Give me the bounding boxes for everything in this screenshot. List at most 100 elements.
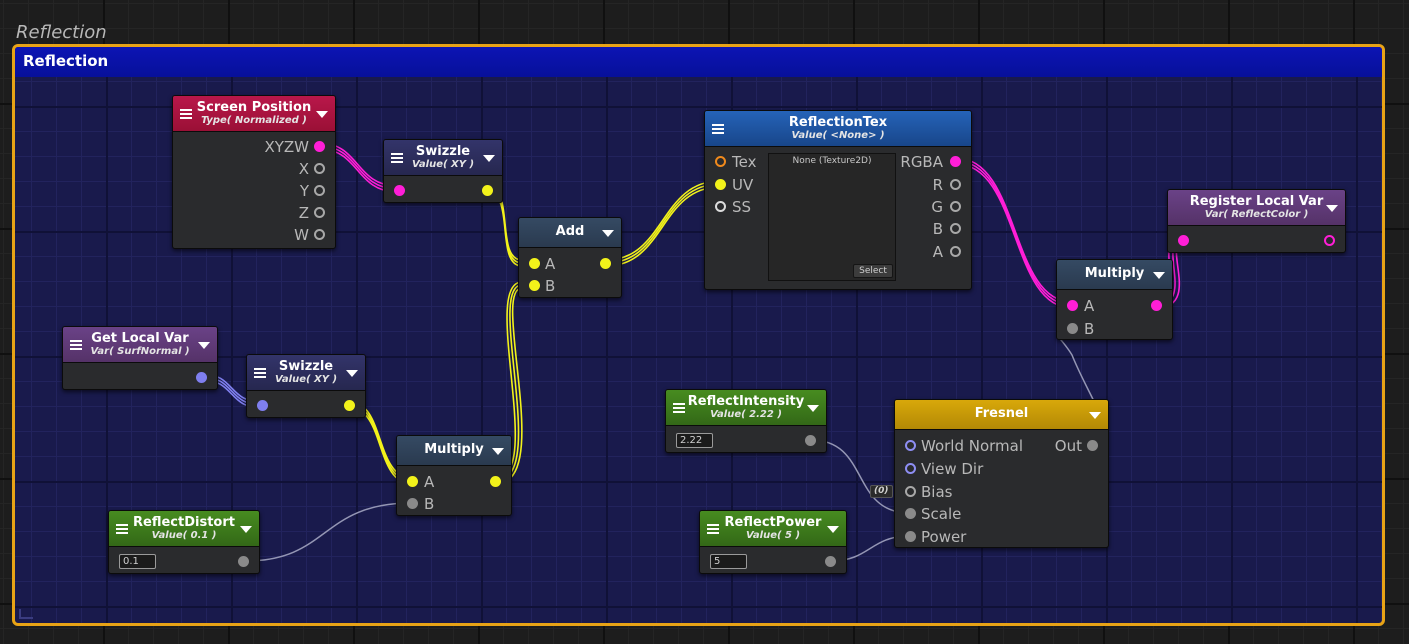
- input-port-world-normal[interactable]: [905, 440, 916, 451]
- chevron-down-icon[interactable]: [483, 154, 495, 162]
- multiply-node-bottom[interactable]: Multiply A B: [396, 435, 512, 516]
- menu-icon[interactable]: [673, 402, 685, 413]
- menu-icon[interactable]: [116, 523, 128, 534]
- output-port-a[interactable]: [950, 246, 961, 257]
- node-header[interactable]: ReflectIntensity Value( 2.22 ): [666, 390, 826, 426]
- input-label-b: B: [424, 495, 435, 513]
- input-label-ss: SS: [732, 198, 752, 216]
- swizzle-node[interactable]: Swizzle Value( XY ): [383, 139, 503, 203]
- chevron-down-icon[interactable]: [492, 447, 504, 455]
- output-port-y[interactable]: [314, 185, 325, 196]
- node-header[interactable]: Register Local Var Var( ReflectColor ): [1168, 190, 1345, 226]
- input-port-view-dir[interactable]: [905, 463, 916, 474]
- node-header[interactable]: Get Local Var Var( SurfNormal ): [63, 327, 217, 363]
- output-port[interactable]: [490, 476, 501, 487]
- reflect-power-node[interactable]: ReflectPower Value( 5 ) 5: [699, 510, 847, 574]
- node-header[interactable]: Multiply: [397, 436, 511, 466]
- chevron-down-icon[interactable]: [316, 110, 328, 118]
- output-port-x[interactable]: [314, 163, 325, 174]
- input-port-bias[interactable]: [905, 486, 916, 497]
- input-port-a[interactable]: [407, 476, 418, 487]
- output-port-xyzw[interactable]: [314, 141, 325, 152]
- chevron-down-icon[interactable]: [1089, 411, 1101, 419]
- chevron-down-icon[interactable]: [346, 369, 358, 377]
- chevron-down-icon[interactable]: [198, 341, 210, 349]
- texture-select-button[interactable]: Select: [853, 264, 893, 278]
- output-port[interactable]: [825, 556, 836, 567]
- input-label-a: A: [1084, 297, 1095, 315]
- menu-icon[interactable]: [391, 152, 403, 163]
- multiply-node-top[interactable]: Multiply A B: [1056, 259, 1173, 340]
- output-port[interactable]: [344, 400, 355, 411]
- register-local-var-node[interactable]: Register Local Var Var( ReflectColor ): [1167, 189, 1346, 253]
- output-port-g[interactable]: [950, 201, 961, 212]
- output-port-rgba[interactable]: [950, 156, 961, 167]
- menu-icon[interactable]: [712, 123, 724, 134]
- node-header[interactable]: Add: [519, 218, 621, 248]
- output-port-r[interactable]: [950, 179, 961, 190]
- input-label-a: A: [424, 473, 435, 491]
- input-label-power: Power: [921, 528, 967, 546]
- node-title: ReflectPower: [724, 515, 822, 530]
- group-header[interactable]: Reflection: [15, 47, 1382, 77]
- input-port-a[interactable]: [529, 258, 540, 269]
- chevron-down-icon[interactable]: [1153, 271, 1165, 279]
- output-port[interactable]: [238, 556, 249, 567]
- menu-icon[interactable]: [707, 523, 719, 534]
- swizzle-node-2[interactable]: Swizzle Value( XY ): [246, 354, 366, 418]
- chevron-down-icon[interactable]: [807, 404, 819, 412]
- menu-icon[interactable]: [70, 339, 82, 350]
- output-label-rgba: RGBA: [900, 153, 943, 171]
- input-label-tex: Tex: [732, 153, 757, 171]
- input-port-power[interactable]: [905, 531, 916, 542]
- menu-icon[interactable]: [254, 367, 266, 378]
- node-header[interactable]: Multiply: [1057, 260, 1172, 290]
- input-port-tex[interactable]: [715, 156, 726, 167]
- input-port-a[interactable]: [1067, 300, 1078, 311]
- bias-default-badge[interactable]: (0): [870, 485, 893, 498]
- node-header[interactable]: ReflectionTex Value( <None> ): [705, 111, 971, 147]
- group-resize-handle[interactable]: [19, 609, 33, 619]
- output-port-out[interactable]: [1087, 440, 1098, 451]
- value-input[interactable]: 0.1: [119, 554, 156, 569]
- menu-icon[interactable]: [180, 108, 192, 119]
- reflect-distort-node[interactable]: ReflectDistort Value( 0.1 ) 0.1: [108, 510, 260, 574]
- fresnel-node[interactable]: Fresnel World Normal Out View Dir Bias S…: [894, 399, 1109, 548]
- texture-preview[interactable]: None (Texture2D) Select: [768, 153, 896, 281]
- chevron-down-icon[interactable]: [827, 525, 839, 533]
- node-header[interactable]: Screen Position Type( Normalized ): [173, 96, 335, 132]
- node-header[interactable]: Swizzle Value( XY ): [384, 140, 502, 176]
- output-port-z[interactable]: [314, 207, 325, 218]
- reflection-tex-node[interactable]: ReflectionTex Value( <None> ) Tex UV SS …: [704, 110, 972, 290]
- output-port[interactable]: [1151, 300, 1162, 311]
- output-port[interactable]: [1324, 235, 1335, 246]
- add-node[interactable]: Add A B: [518, 217, 622, 298]
- input-port[interactable]: [394, 185, 405, 196]
- input-port-uv[interactable]: [715, 179, 726, 190]
- reflect-intensity-node[interactable]: ReflectIntensity Value( 2.22 ) 2.22: [665, 389, 827, 453]
- output-port[interactable]: [600, 258, 611, 269]
- node-header[interactable]: ReflectDistort Value( 0.1 ): [109, 511, 259, 547]
- get-local-var-node[interactable]: Get Local Var Var( SurfNormal ): [62, 326, 218, 390]
- node-header[interactable]: Fresnel: [895, 400, 1108, 430]
- input-port-scale[interactable]: [905, 508, 916, 519]
- output-port[interactable]: [805, 435, 816, 446]
- output-port[interactable]: [482, 185, 493, 196]
- chevron-down-icon[interactable]: [240, 525, 252, 533]
- output-port[interactable]: [196, 372, 207, 383]
- output-port-b[interactable]: [950, 223, 961, 234]
- node-header[interactable]: Swizzle Value( XY ): [247, 355, 365, 391]
- value-input[interactable]: 5: [710, 554, 747, 569]
- input-port-ss[interactable]: [715, 201, 726, 212]
- input-port-b[interactable]: [1067, 323, 1078, 334]
- value-input[interactable]: 2.22: [676, 433, 713, 448]
- chevron-down-icon[interactable]: [602, 229, 614, 237]
- chevron-down-icon[interactable]: [1326, 204, 1338, 212]
- input-port[interactable]: [257, 400, 268, 411]
- input-port-b[interactable]: [407, 498, 418, 509]
- input-port-b[interactable]: [529, 280, 540, 291]
- input-port[interactable]: [1178, 235, 1189, 246]
- output-port-w[interactable]: [314, 229, 325, 240]
- node-header[interactable]: ReflectPower Value( 5 ): [700, 511, 846, 547]
- screen-position-node[interactable]: Screen Position Type( Normalized ) XYZW …: [172, 95, 336, 249]
